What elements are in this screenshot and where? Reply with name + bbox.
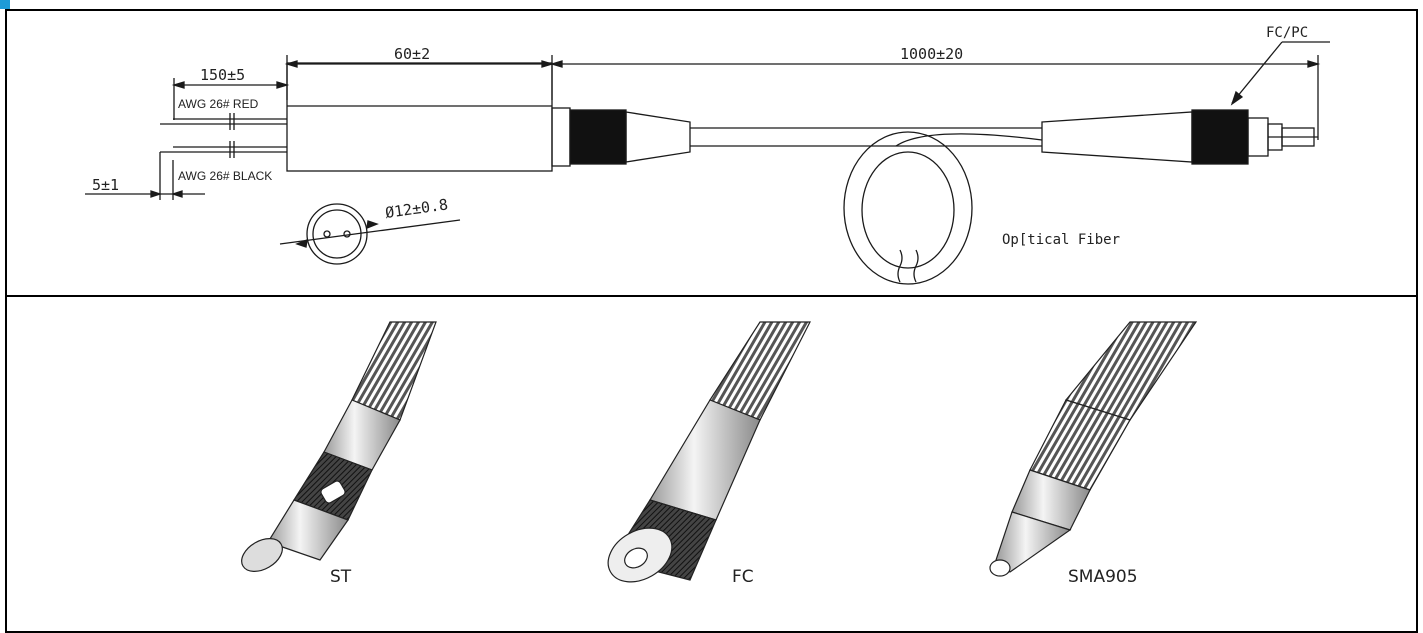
fc-connector-body: [1191, 109, 1249, 165]
dim-diameter: Ø12±0.8: [384, 195, 449, 222]
sma905-connector-icon: [989, 321, 1198, 577]
dimension-drawing: [85, 41, 1330, 285]
dim-fiber-length: 1000±20: [900, 45, 963, 63]
st-connector-icon: [241, 321, 437, 572]
label-wire-black: AWG 26# BLACK: [178, 169, 272, 183]
accent-marker: [0, 0, 10, 9]
fiber-loop: [843, 131, 973, 285]
dim-wire-length: 150±5: [200, 66, 245, 84]
section-divider: [5, 295, 1418, 297]
label-fc-pc: FC/PC: [1266, 25, 1308, 41]
dim-strip-length: 5±1: [92, 176, 119, 194]
boot-left: [569, 109, 627, 165]
caption-st: ST: [330, 567, 352, 587]
caption-sma905: SMA905: [1068, 567, 1138, 587]
dim-body-length: 60±2: [394, 45, 430, 63]
end-view-circle: [306, 203, 368, 265]
fc-connector-icon: [607, 321, 811, 583]
module-body: [286, 62, 553, 172]
label-wire-red: AWG 26# RED: [178, 97, 259, 111]
caption-fc: FC: [732, 567, 754, 587]
label-optical-fiber: Op[tical Fiber: [1002, 232, 1120, 248]
fc-pc-leader: [1231, 41, 1283, 104]
figure-frame: [5, 9, 1418, 633]
